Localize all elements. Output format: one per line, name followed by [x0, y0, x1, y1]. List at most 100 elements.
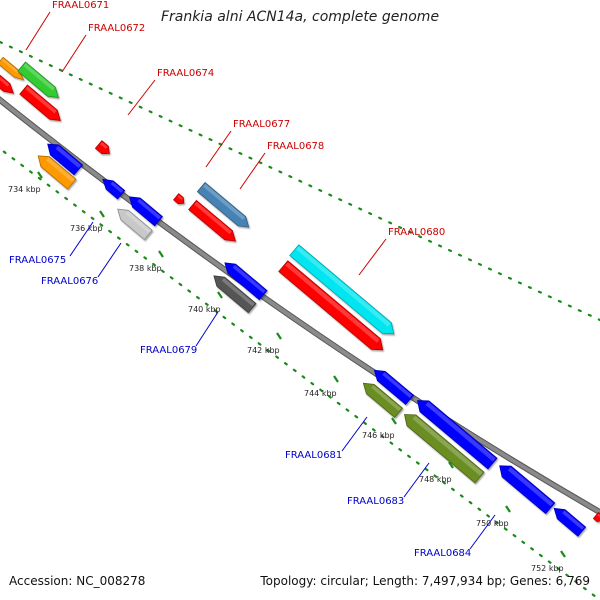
tick-mark	[391, 417, 397, 425]
feature-olive-0681-shape	[362, 382, 404, 418]
tick-label: 744 kbp	[304, 389, 337, 398]
gene-label-forward: FRAAL0674	[157, 68, 214, 79]
feature-blue-0681a	[373, 369, 415, 405]
feature-red-tiny	[173, 193, 185, 205]
feature-orange-0675-shine	[46, 157, 75, 183]
tick-label: 738 kbp	[129, 264, 162, 273]
feature-red-0678-shine	[194, 201, 232, 235]
outer-scale-line	[0, 40, 600, 322]
tick-mark	[158, 250, 164, 258]
feature-blue-0683a-shine	[425, 401, 496, 462]
leader-line-reverse	[69, 221, 94, 257]
feature-red-0672	[19, 84, 61, 121]
feature-blue-0684b-shine	[562, 510, 585, 530]
feature-olive-0681	[362, 382, 404, 418]
feature-gray-0679-shape	[213, 275, 257, 314]
tick-mark	[505, 505, 511, 513]
tick-mark	[99, 210, 105, 218]
feature-red-0678	[188, 199, 236, 242]
gene-label-reverse: FRAAL0684	[414, 548, 471, 559]
feature-cyan-0680-shine	[296, 246, 391, 327]
feature-blue-0679a-shine	[232, 264, 266, 294]
tick-label: 752 kbp	[531, 564, 564, 573]
gene-features	[0, 56, 600, 537]
gene-label-reverse: FRAAL0683	[347, 496, 404, 507]
feature-red-edge-shine	[597, 513, 600, 518]
feature-cyan-0680-shape	[289, 244, 395, 335]
leader-line-forward	[127, 79, 156, 116]
feature-blue-0683a	[417, 400, 498, 470]
feature-red-small-shine	[100, 142, 108, 149]
feature-olive-0683-shape	[404, 414, 485, 484]
feature-silver-0676	[117, 208, 153, 241]
feature-silver-0676-shape	[117, 208, 153, 241]
feature-olive-0683	[404, 414, 485, 484]
tick-mark	[333, 375, 339, 383]
feature-gray-0679-shine	[221, 277, 255, 307]
leader-line-reverse	[97, 242, 122, 278]
feature-red-small	[94, 140, 110, 155]
feature-green-0671-shine	[23, 63, 55, 91]
feature-orange-0675	[37, 155, 77, 190]
leader-line-reverse	[195, 311, 219, 347]
gene-label-reverse: FRAAL0676	[41, 276, 98, 287]
gene-label-reverse: FRAAL0679	[140, 345, 197, 356]
feature-red-tiny-shine	[177, 195, 183, 200]
feature-red-0680-shine	[285, 262, 380, 343]
feature-red-left	[0, 74, 15, 94]
feature-orange-top-shine	[1, 58, 19, 74]
scale-ticks: 734 kbp 736 kbp 738 kbp 740 kbp 742 kbp 744 k…	[8, 171, 566, 573]
leader-line-forward	[61, 34, 87, 73]
scale-dots	[0, 40, 600, 600]
leader-line-reverse	[341, 416, 368, 452]
feature-orange-top	[0, 56, 25, 81]
tick-label: 740 kbp	[188, 305, 221, 314]
tick-mark	[560, 550, 566, 558]
feature-blue-0679a	[224, 262, 268, 301]
gene-label-forward: FRAAL0678	[267, 141, 324, 152]
feature-red-small-shape	[94, 140, 110, 155]
feature-red-0680	[278, 260, 384, 351]
feature-blue-small-shine	[110, 181, 124, 193]
inner-scale-line	[0, 147, 600, 600]
feature-olive-0683-shine	[412, 415, 483, 476]
label-leaders	[25, 11, 496, 550]
feature-blue-0681a-shape	[373, 369, 415, 405]
leader-line-forward	[205, 130, 232, 168]
feature-orange-0675-shape	[37, 155, 77, 190]
feature-blue-small	[102, 178, 126, 200]
leader-line-forward	[239, 152, 266, 190]
leader-line-reverse	[469, 514, 496, 550]
feature-red-left-shine	[0, 76, 10, 87]
feature-steelblue-0677-shine	[203, 183, 246, 220]
feature-olive-0681-shine	[371, 385, 402, 411]
feature-steelblue-0677-shape	[196, 181, 250, 228]
feature-red-0672-shine	[25, 86, 57, 114]
feature-silver-0676-shine	[125, 211, 151, 234]
feature-blue-0684a-shape	[499, 465, 556, 515]
gene-label-forward: FRAAL0680	[388, 227, 445, 238]
tick-label: 750 kbp	[476, 519, 509, 528]
feature-red-0672-shape	[19, 84, 61, 121]
feature-blue-0679a-shape	[224, 262, 268, 301]
tick-label: 734 kbp	[8, 185, 41, 194]
tick-label: 736 kbp	[70, 224, 103, 233]
feature-blue-0684b	[553, 507, 587, 537]
tick-mark	[276, 332, 282, 340]
feature-red-tiny-shape	[173, 193, 185, 205]
tick-label: 746 kbp	[362, 431, 395, 440]
feature-blue-near-shape	[47, 143, 84, 176]
accession-text: Accession: NC_008278	[9, 574, 146, 588]
feature-blue-0676a	[128, 196, 163, 227]
feature-blue-0684b-shape	[553, 507, 587, 537]
tick-label: 742 kbp	[247, 346, 280, 355]
feature-steelblue-0677	[196, 181, 250, 228]
feature-blue-0683a-shape	[417, 400, 498, 470]
leader-line-forward	[25, 11, 51, 51]
gene-label-reverse: FRAAL0675	[9, 255, 66, 266]
feature-blue-near	[47, 143, 84, 176]
gene-label-forward: FRAAL0671	[52, 0, 109, 11]
feature-blue-0676a-shine	[137, 198, 161, 220]
